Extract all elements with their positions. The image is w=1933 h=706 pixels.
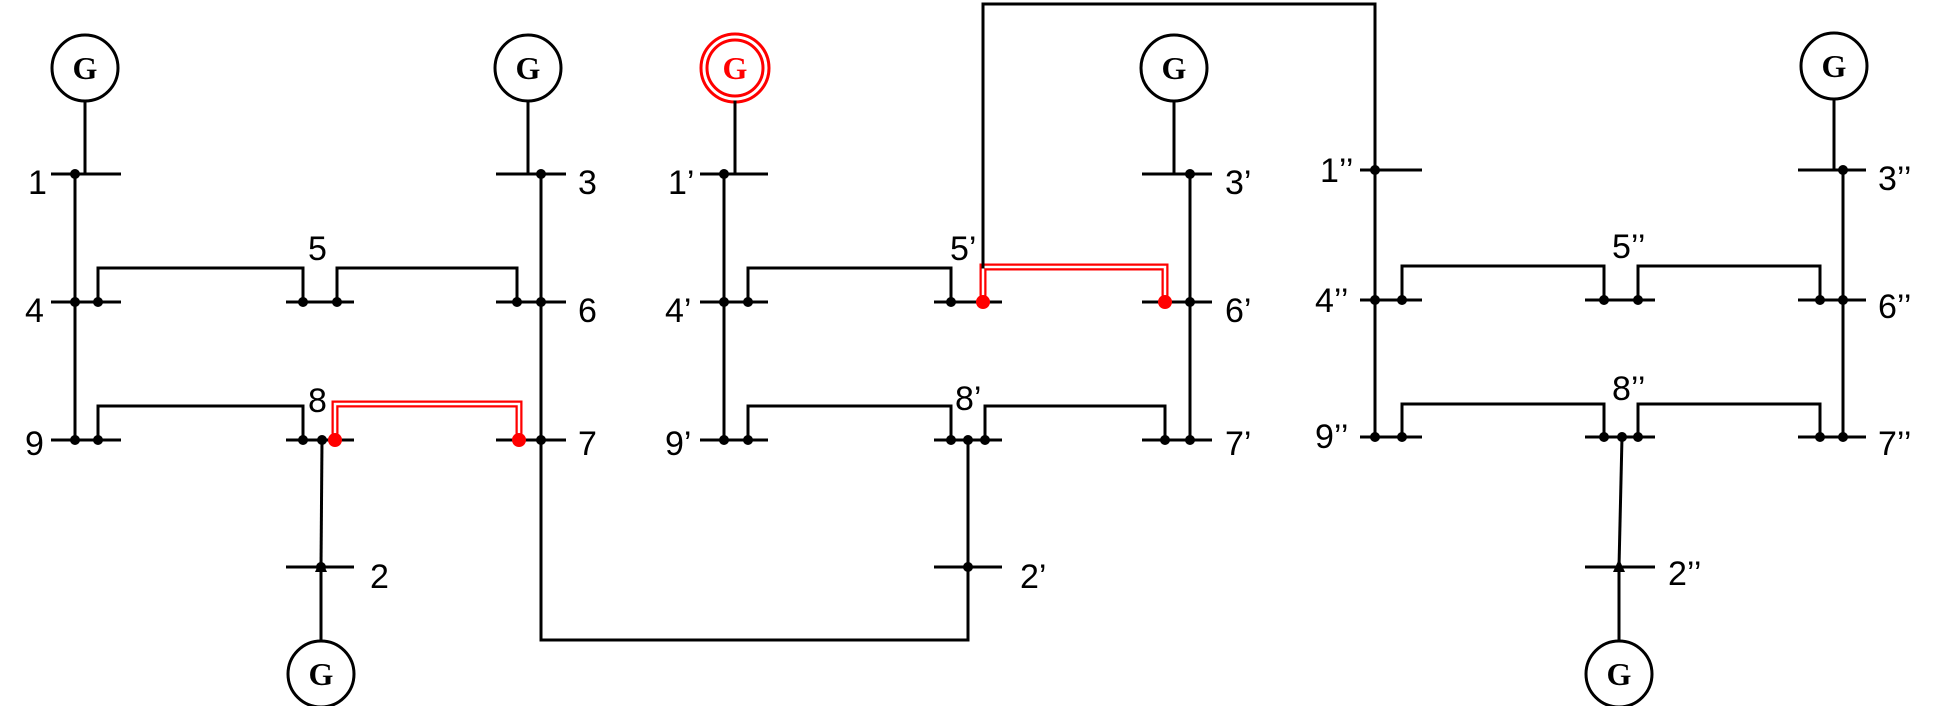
bus-label-1: 1 [28,164,47,202]
fault-dots [976,295,1172,309]
line-5-6-dblprime [1636,264,1822,302]
bus-label-1dblprime: 1’’ [1320,152,1353,190]
section-b: G G [665,32,1251,596]
bus-label-7: 7 [578,425,597,463]
line-5-6 [335,266,519,304]
bus-label-3prime: 3’ [1225,164,1251,202]
line-9-8-dblprime [1400,402,1606,439]
line-8-2-dblprime [1617,435,1624,569]
line-9-8 [96,404,305,442]
bus-label-5dblprime: 5’’ [1612,228,1645,266]
bus-label-2: 2 [370,558,389,596]
svg-text:G: G [723,50,748,86]
bus-label-3: 3 [578,164,597,202]
bus-label-5prime: 5’ [950,230,976,268]
line-4-5-prime [746,266,953,304]
svg-text:G: G [1822,48,1847,84]
line-8-7-prime [983,404,1167,442]
bus-label-6dblprime: 6’’ [1878,288,1911,326]
bus-label-3dblprime: 3’’ [1878,160,1911,198]
line-4-5-dblprime [1400,264,1606,302]
faulted-generator-1prime-icon: G [699,32,771,104]
faulted-line-8-7 [331,400,523,440]
faulted-line-5-6-prime [979,263,1169,302]
section-c: G G [1315,31,1911,706]
bus-label-8prime: 8’ [955,380,981,418]
bus-label-1prime: 1’ [668,164,694,202]
generator-3dblprime-icon: G [1799,31,1869,101]
generator-2dblprime-icon: G [1584,639,1654,706]
svg-text:G: G [516,50,541,86]
bus-label-8: 8 [308,382,327,420]
bus-label-4prime: 4’ [665,292,691,330]
bus-label-8dblprime: 8’’ [1612,370,1645,408]
section-a: G G G [25,33,597,706]
bus-label-9: 9 [25,425,44,463]
bus-label-6prime: 6’ [1225,292,1251,330]
line-8-2 [319,438,324,569]
generator-1-icon: G [50,33,120,103]
svg-text:G: G [73,50,98,86]
fault-dots [328,433,526,447]
generator-3prime-icon: G [1139,33,1209,103]
svg-text:G: G [309,656,334,692]
bus-label-4: 4 [25,292,44,330]
bus-label-6: 6 [578,292,597,330]
generator-2-icon: G [286,639,356,706]
bus-label-9prime: 9’ [665,425,691,463]
arrow-icon [315,559,327,572]
bus-label-9dblprime: 9’’ [1315,418,1348,456]
bus-label-5: 5 [308,230,327,268]
bus-label-2prime: 2’ [1020,558,1046,596]
tie-line-5prime-1dblprime [981,2,1377,269]
bus-label-2dblprime: 2’’ [1668,555,1701,593]
junction-dots [719,169,1195,572]
line-4-5 [96,266,305,304]
bus-label-4dblprime: 4’’ [1315,282,1348,320]
svg-text:G: G [1607,656,1632,692]
junction-dots [1370,165,1848,442]
tie-line-7-2prime [539,438,970,642]
generator-3-icon: G [493,33,563,103]
arrow-icon [1613,559,1625,572]
bus-label-7prime: 7’ [1225,425,1251,463]
bus-label-7dblprime: 7’’ [1878,425,1911,463]
svg-text:G: G [1162,50,1187,86]
line-9-8-prime [746,404,953,442]
line-8-7-dblprime [1636,402,1822,439]
